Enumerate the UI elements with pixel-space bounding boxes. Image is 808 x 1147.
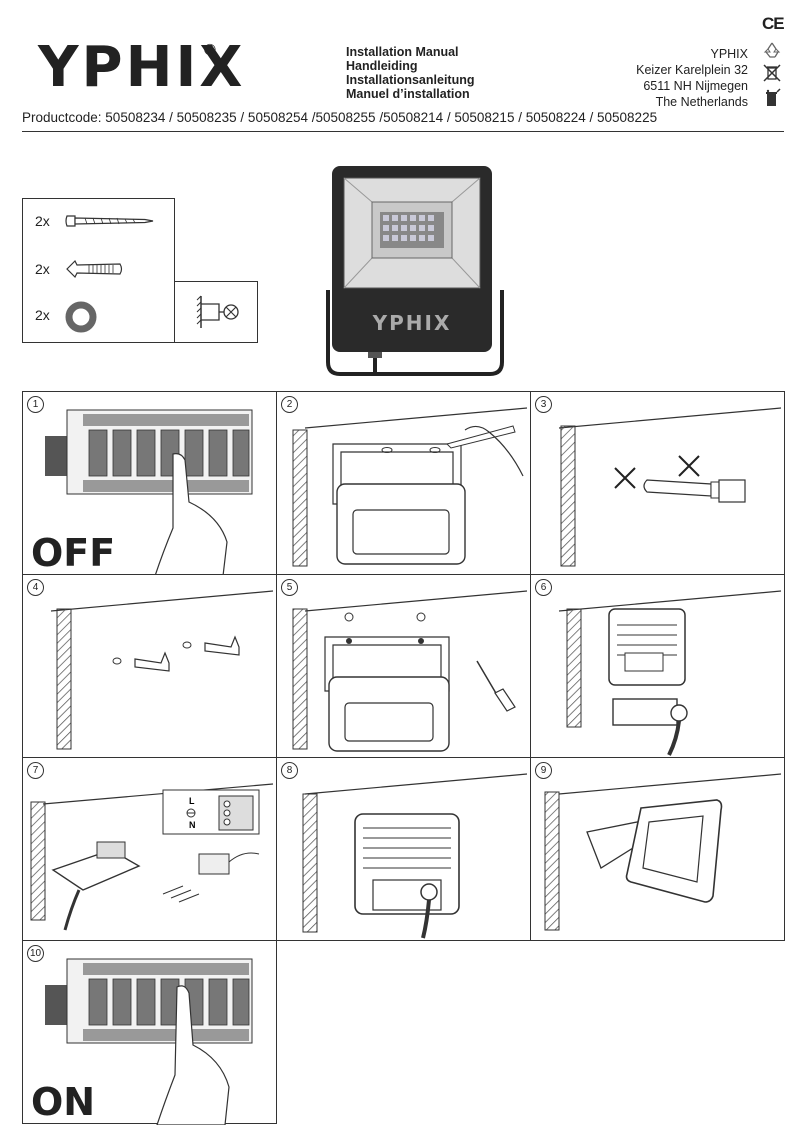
step-number: 8 bbox=[281, 762, 298, 779]
step-number: 9 bbox=[535, 762, 552, 779]
step-5-panel: 5 bbox=[276, 574, 531, 758]
step-10-panel: 10 ON bbox=[22, 940, 277, 1125]
recycle-icon bbox=[763, 42, 781, 58]
step-6-panel: 6 bbox=[530, 574, 785, 758]
manual-titles: Installation Manual Handleiding Installa… bbox=[346, 45, 475, 101]
insert-wall-plugs-illustration bbox=[50, 590, 274, 750]
step-number: 5 bbox=[281, 579, 298, 596]
part-qty: 2x bbox=[35, 307, 50, 323]
screw-bracket-illustration bbox=[292, 590, 528, 752]
header-divider bbox=[22, 131, 784, 132]
product-logo-text: YPHIX bbox=[372, 311, 452, 335]
step-number: 10 bbox=[27, 945, 44, 962]
address-line: The Netherlands bbox=[655, 95, 748, 109]
step-3-panel: 3 bbox=[530, 391, 785, 575]
step-number: 2 bbox=[281, 396, 298, 413]
parts-list: 2x 2x 2x bbox=[22, 198, 175, 343]
manual-title-de: Installationsanleitung bbox=[346, 73, 475, 87]
circuit-breaker-on-illustration bbox=[45, 958, 253, 1125]
address-line: YPHIX bbox=[710, 47, 748, 61]
step-2-panel: 2 bbox=[276, 391, 531, 575]
adjust-angle-illustration bbox=[544, 773, 782, 931]
manual-title-en: Installation Manual bbox=[346, 45, 459, 59]
wall-mount-lamp-icon bbox=[196, 295, 239, 328]
crossed-bin-icon bbox=[763, 64, 781, 82]
step-1-panel: 1 OFF bbox=[22, 391, 277, 576]
screw-icon bbox=[65, 215, 154, 227]
step-number: 3 bbox=[535, 396, 552, 413]
close-connection-box-illustration bbox=[302, 773, 528, 939]
company-address: YPHIX Keizer Karelplein 32 6511 NH Nijme… bbox=[636, 46, 748, 110]
floodlight-product-image: YPHIX bbox=[326, 166, 504, 376]
step-number: 1 bbox=[27, 396, 44, 413]
brand-logo: YPHIX bbox=[38, 35, 246, 100]
mark-drill-holes-illustration bbox=[292, 407, 528, 567]
manual-title-nl: Handleiding bbox=[346, 59, 418, 73]
step-8-panel: 8 bbox=[276, 757, 531, 941]
open-connection-box-illustration bbox=[558, 590, 782, 756]
wiring-illustration: L N bbox=[30, 783, 274, 931]
wire-label-neutral: N bbox=[189, 820, 196, 830]
step-9-panel: 9 bbox=[530, 757, 785, 941]
ce-mark: CE bbox=[762, 14, 785, 33]
registered-mark: ® bbox=[204, 42, 216, 59]
product-code: Productcode: 50508234 / 50508235 / 50508… bbox=[22, 110, 658, 125]
step-number: 4 bbox=[27, 579, 44, 596]
step-number: 6 bbox=[535, 579, 552, 596]
on-label: ON bbox=[31, 1080, 96, 1124]
step-4-panel: 4 bbox=[22, 574, 277, 758]
trash-icon bbox=[766, 88, 781, 106]
off-label: OFF bbox=[31, 531, 116, 575]
washer-icon bbox=[65, 301, 97, 333]
circuit-breaker-off-illustration bbox=[45, 409, 253, 576]
step-number: 7 bbox=[27, 762, 44, 779]
address-line: 6511 NH Nijmegen bbox=[643, 79, 748, 93]
drill-holes-illustration bbox=[558, 407, 782, 567]
wire-label-live: L bbox=[189, 796, 195, 806]
wall-plug-icon bbox=[66, 259, 123, 279]
address-line: Keizer Karelplein 32 bbox=[636, 63, 748, 77]
step-7-panel: L N 7 bbox=[22, 757, 277, 941]
mount-symbol bbox=[174, 281, 258, 343]
part-qty: 2x bbox=[35, 261, 50, 277]
part-qty: 2x bbox=[35, 213, 50, 229]
manual-title-fr: Manuel d’installation bbox=[346, 87, 470, 101]
